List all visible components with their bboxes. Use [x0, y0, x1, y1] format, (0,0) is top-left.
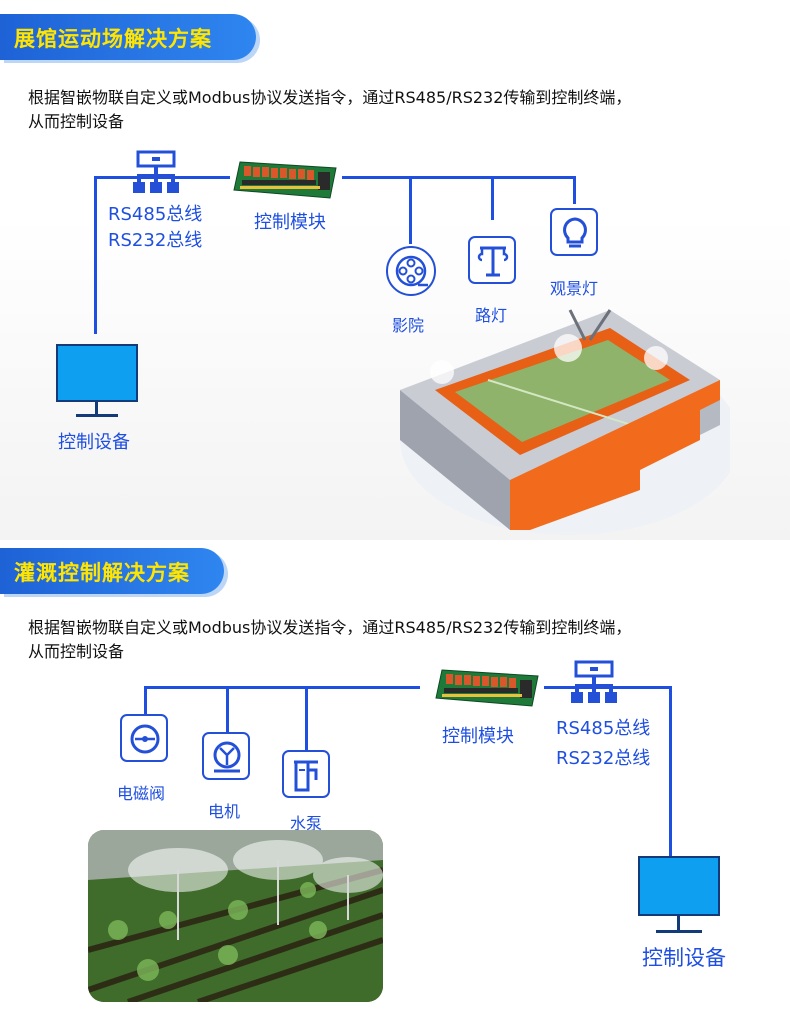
section2-title-banner: 灌溉控制解决方案: [0, 548, 224, 594]
device-street-lamp-box: [468, 236, 516, 284]
section2-description-line2: 从而控制设备: [28, 642, 125, 661]
film-reel-icon: [395, 255, 428, 287]
connector-line: [342, 176, 576, 179]
bus-label-rs232: RS232总线: [108, 230, 203, 251]
motor-icon: [213, 741, 241, 773]
device-label-street-lamp: 路灯: [475, 306, 508, 325]
connector-line: [94, 176, 97, 334]
section2-description-line1: 根据智嵌物联自定义或Modbus协议发送指令，通过RS485/RS232传输到控…: [28, 618, 632, 637]
monitor-screen: [56, 344, 138, 402]
monitor-screen: [638, 856, 720, 916]
section2-title: 灌溉控制解决方案: [14, 561, 190, 585]
device-motor-box: [202, 732, 250, 780]
connector-line: [144, 686, 420, 689]
stadium-illustration: [400, 309, 730, 535]
connector-line: [305, 686, 308, 750]
device-landscape-light-box: [550, 208, 598, 256]
bus-label-rs485: RS485总线: [556, 718, 651, 739]
bus-label-rs232: RS232总线: [556, 748, 651, 769]
device-label-cinema: 影院: [392, 316, 425, 335]
control-module-board-icon: [233, 161, 337, 199]
device-label-water-pump: 水泵: [290, 814, 323, 833]
control-device-label: 控制设备: [58, 432, 130, 453]
solenoid-valve-icon: [130, 724, 160, 754]
control-device-monitor: [56, 344, 138, 420]
light-bulb-icon: [563, 217, 587, 248]
water-pump-icon: [294, 760, 318, 792]
module-label: 控制模块: [254, 212, 326, 233]
module-label: 控制模块: [442, 726, 514, 747]
street-lamp-icon: [477, 246, 509, 277]
section1-title-banner: 展馆运动场解决方案: [0, 14, 256, 60]
device-label-solenoid-valve: 电磁阀: [117, 784, 166, 803]
device-solenoid-valve-box: [120, 714, 168, 762]
connector-line: [226, 686, 229, 732]
device-label-landscape-light: 观景灯: [550, 279, 599, 298]
bus-label-rs485: RS485总线: [108, 204, 203, 225]
section1-description-line1: 根据智嵌物联自定义或Modbus协议发送指令，通过RS485/RS232传输到控…: [28, 88, 632, 107]
control-module-board-icon: [435, 669, 539, 707]
control-device-monitor: [638, 856, 720, 936]
section1-title: 展馆运动场解决方案: [14, 27, 212, 51]
network-hub-icon: [133, 150, 179, 193]
device-cinema-box: [386, 246, 436, 296]
irrigation-field-photo: [88, 830, 383, 1002]
connector-line: [144, 686, 147, 714]
section1-description-line2: 从而控制设备: [28, 112, 125, 131]
network-hub-icon: [571, 660, 617, 703]
device-label-motor: 电机: [208, 802, 241, 821]
connector-line: [409, 176, 412, 244]
connector-line: [573, 176, 576, 204]
connector-line: [669, 686, 672, 856]
connector-line: [491, 176, 494, 220]
control-device-label: 控制设备: [642, 946, 726, 970]
irrigation-field-illustration: [88, 830, 383, 1002]
device-water-pump-box: [282, 750, 330, 798]
